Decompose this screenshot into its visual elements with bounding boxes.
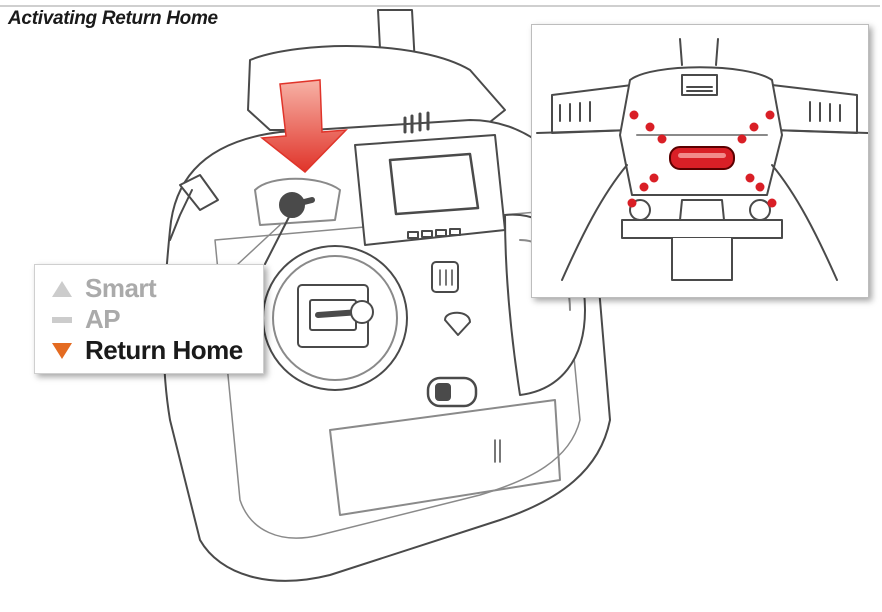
drone-illustration xyxy=(532,25,868,297)
screen-housing xyxy=(355,135,505,245)
triangle-down-icon xyxy=(49,340,75,362)
drone-arm-left xyxy=(552,85,632,133)
flight-mode-legend: Smart AP Return Home xyxy=(34,264,264,374)
left-stick-gimbal xyxy=(263,246,407,390)
drone-arm-right xyxy=(772,85,857,133)
triangle-up-icon xyxy=(49,278,75,300)
legend-item-return-home: Return Home xyxy=(49,335,263,366)
legend-label-ap: AP xyxy=(85,304,120,335)
legend-label-return-home: Return Home xyxy=(85,335,243,366)
dash-icon xyxy=(49,309,75,331)
drone-led-inset xyxy=(531,24,869,298)
legend-item-smart: Smart xyxy=(49,273,263,304)
legend-item-ap: AP xyxy=(49,304,263,335)
legend-label-smart: Smart xyxy=(85,273,156,304)
left-stick xyxy=(351,301,373,323)
